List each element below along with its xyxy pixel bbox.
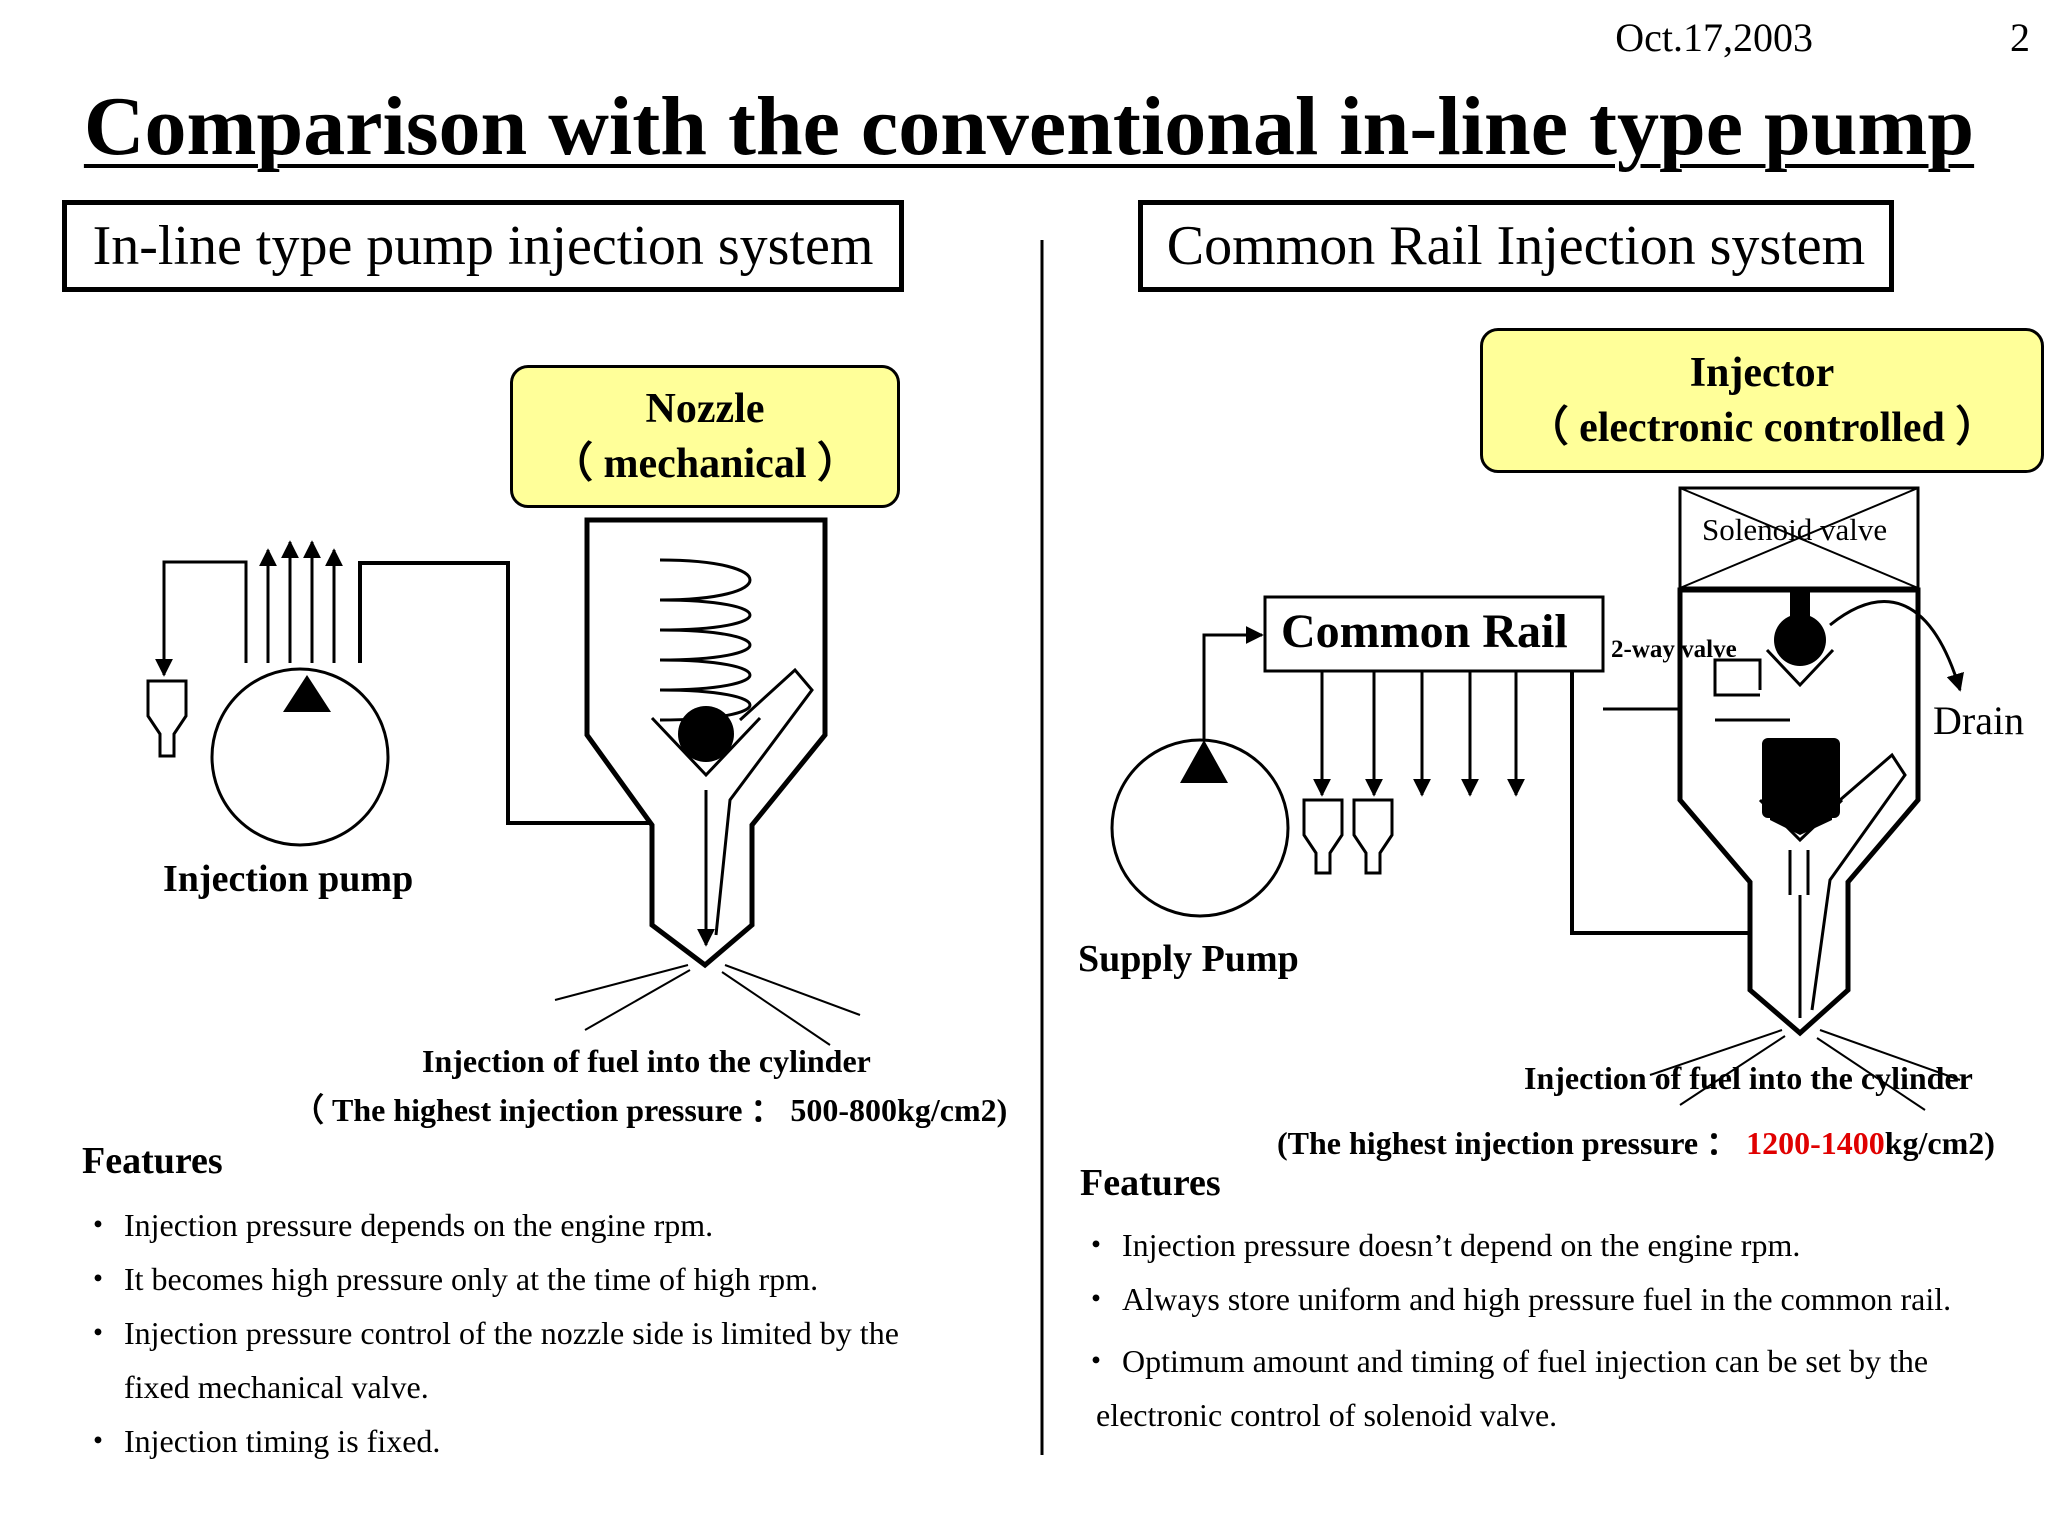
injector-type: （ electronic controlled ） [1526,404,1998,451]
small-nozzle-left [146,679,188,758]
needle-ball [678,706,734,762]
common-rail-label: Common Rail [1281,605,1568,658]
right-feature-item: ・Optimum amount and timing of fuel injec… [1080,1334,1980,1388]
left-feature-item: ・Injection pressure depends on the engin… [82,1198,982,1252]
supply-pump-triangle [1180,740,1228,783]
right-feature-text: Optimum amount and timing of fuel inject… [1122,1343,1929,1379]
right-feature-item: ・Always store uniform and high pressure … [1080,1272,1980,1334]
left-features-list: ・Injection pressure depends on the engin… [82,1198,982,1468]
left-feature-item: ・Injection timing is fixed. [82,1414,982,1468]
injector-name: Injector [1689,349,1835,396]
bullet: ・ [1080,1281,1113,1317]
left-feature-text: It becomes high pressure only at the tim… [124,1261,819,1297]
system-title-inline: In-line type pump injection system [62,200,904,292]
left-feature-text: Injection timing is fixed. [124,1423,441,1459]
system-title-inline-text: In-line type pump injection system [92,215,874,277]
spring [659,558,752,722]
small-nozzle-rail-1 [1302,798,1344,875]
drain-label: Drain [1933,698,2025,743]
common-rail-box [1263,595,1605,673]
injection-pump-circle [210,667,390,847]
right-feature-text: electronic control of solenoid valve. [1096,1397,1558,1433]
left-feature-item: ・It becomes high pressure only at the ti… [82,1252,982,1306]
bullet: ・ [82,1207,115,1243]
left-feature-item: ・Injection pressure control of the nozzl… [82,1306,982,1360]
nozzle-label-box: Nozzle （ mechanical ） [510,365,900,508]
piston [1762,738,1840,818]
left-feature-text: Injection pressure depends on the engine… [124,1207,714,1243]
right-caption-post: kg/cm2) [1884,1125,1995,1161]
system-title-common-rail-text: Common Rail Injection system [1166,215,1866,277]
right-feature-text: Injection pressure doesn’t depend on the… [1122,1227,1801,1263]
left-feature-text: Injection pressure control of the nozzle… [124,1315,899,1351]
page-number: 2 [2010,15,2030,60]
bullet: ・ [1080,1227,1113,1263]
system-title-common-rail: Common Rail Injection system [1138,200,1894,292]
left-caption-line2: （ The highest injection pressure ： 500-8… [292,1092,1008,1128]
right-caption-pre: (The highest injection pressure ： [1277,1125,1747,1161]
two-way-valve-label: 2-way valve [1611,636,1737,663]
supply-pump-label: Supply Pump [1078,938,1299,980]
right-features-heading: Features [1080,1162,1221,1204]
right-feature-item: electronic control of solenoid valve. [1080,1388,1980,1442]
solenoid-valve-label: Solenoid valve [1702,512,1888,547]
bullet: ・ [1080,1343,1113,1379]
right-features-list: ・Injection pressure doesn’t depend on th… [1080,1218,1980,1442]
left-feature-text: fixed mechanical valve. [124,1369,429,1405]
bullet: ・ [82,1261,115,1297]
bullet: ・ [82,1423,115,1459]
right-feature-text: Always store uniform and high pressure f… [1122,1281,1952,1317]
date: Oct.17,2003 [1615,15,1813,60]
small-nozzle-rail-2 [1352,798,1394,875]
right-caption-line1: Injection of fuel into the cylinder [1524,1060,1973,1096]
nozzle-name: Nozzle [645,385,765,432]
left-features-heading: Features [82,1140,223,1182]
right-caption-value: 1200-1400 [1746,1125,1885,1161]
nozzle-type: （ mechanical ） [551,440,859,487]
injection-pump-triangle [283,675,331,712]
supply-pump-circle [1110,738,1290,918]
two-way-valve-ball [1774,614,1826,666]
right-feature-item: ・Injection pressure doesn’t depend on th… [1080,1218,1980,1272]
injection-pump-label: Injection pump [163,858,414,900]
left-caption-line1: Injection of fuel into the cylinder [422,1043,871,1079]
bullet: ・ [82,1315,115,1351]
left-feature-item: fixed mechanical valve. [82,1360,982,1414]
page-title: Comparison with the conventional in-line… [83,80,1975,173]
injector-label-box: Injector （ electronic controlled ） [1480,328,2044,473]
right-caption-line2: (The highest injection pressure ： 1200-1… [1277,1118,1995,1164]
